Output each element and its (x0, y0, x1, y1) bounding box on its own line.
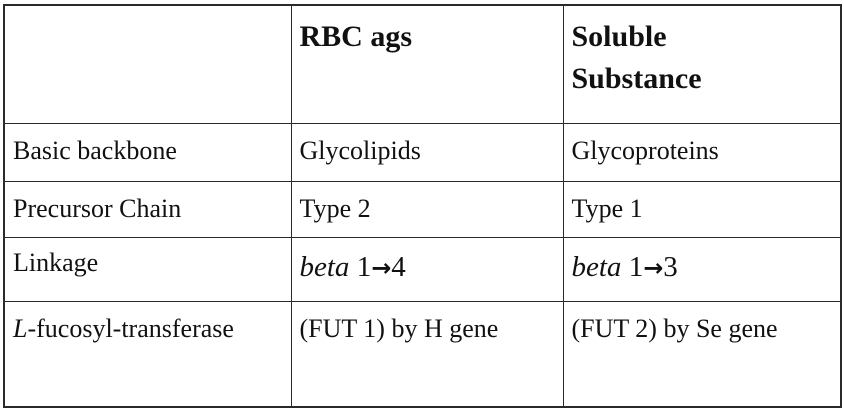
header-cell-empty (3, 4, 292, 124)
soluble-cell: Glycoproteins (562, 122, 842, 182)
soluble-fucosyl-transferase: (FUT 2) by Se gene (571, 313, 778, 343)
soluble-precursor-chain: Type 1 (571, 193, 643, 223)
rbc-cell: Glycolipids (290, 122, 564, 182)
header-cell-rbc-ags: RBC ags (290, 4, 564, 124)
right-arrow-icon: → (371, 253, 392, 282)
soluble-linkage-from: 1 (628, 250, 644, 283)
header-soluble-line2: Substance (571, 62, 702, 95)
soluble-linkage-word: beta (571, 250, 622, 283)
rbc-linkage-from: 1 (356, 250, 372, 283)
table-row: Linkage beta 1→4 beta 1→3 (3, 236, 842, 302)
rbc-cell: (FUT 1) by H gene (290, 300, 564, 408)
soluble-linkage: beta 1→3 (564, 238, 841, 283)
comparison-table: RBC ags Soluble Substance Basic backbone… (3, 4, 842, 408)
row-label-cell: Linkage (3, 236, 292, 302)
rbc-cell: beta 1→4 (290, 236, 564, 302)
fucosyl-prefix: L (13, 313, 28, 343)
header-soluble-substance: Soluble Substance (564, 6, 841, 100)
soluble-cell: (FUT 2) by Se gene (562, 300, 842, 408)
row-label-linkage: Linkage (13, 247, 99, 277)
rbc-linkage-to: 4 (391, 250, 406, 283)
soluble-linkage-to: 3 (663, 250, 678, 283)
rbc-basic-backbone: Glycolipids (299, 135, 421, 165)
row-label-cell: Basic backbone (3, 122, 292, 182)
row-label-fucosyl-transferase: L-fucosyl-transferase (5, 302, 291, 344)
table-row: Precursor Chain Type 2 Type 1 (3, 180, 842, 238)
rbc-fucosyl-transferase: (FUT 1) by H gene (299, 313, 499, 343)
row-label-cell: L-fucosyl-transferase (3, 300, 292, 408)
header-soluble-line1: Soluble (571, 20, 667, 53)
row-label-precursor-chain: Precursor Chain (13, 193, 182, 223)
header-empty-label (5, 6, 291, 16)
table-row: L-fucosyl-transferase (FUT 1) by H gene … (3, 300, 842, 408)
fucosyl-rest: -fucosyl-transferase (27, 313, 234, 343)
right-arrow-icon: → (643, 253, 664, 282)
soluble-cell: Type 1 (562, 180, 842, 238)
rbc-cell: Type 2 (290, 180, 564, 238)
row-label-cell: Precursor Chain (3, 180, 292, 238)
soluble-cell: beta 1→3 (562, 236, 842, 302)
header-rbc-ags: RBC ags (299, 20, 413, 53)
row-label-basic-backbone: Basic backbone (13, 135, 177, 165)
rbc-precursor-chain: Type 2 (299, 193, 371, 223)
table-header-row: RBC ags Soluble Substance (3, 4, 842, 124)
soluble-basic-backbone: Glycoproteins (571, 135, 719, 165)
rbc-linkage: beta 1→4 (292, 238, 563, 283)
rbc-linkage-word: beta (299, 250, 350, 283)
header-cell-soluble-substance: Soluble Substance (562, 4, 842, 124)
table-row: Basic backbone Glycolipids Glycoproteins (3, 122, 842, 182)
